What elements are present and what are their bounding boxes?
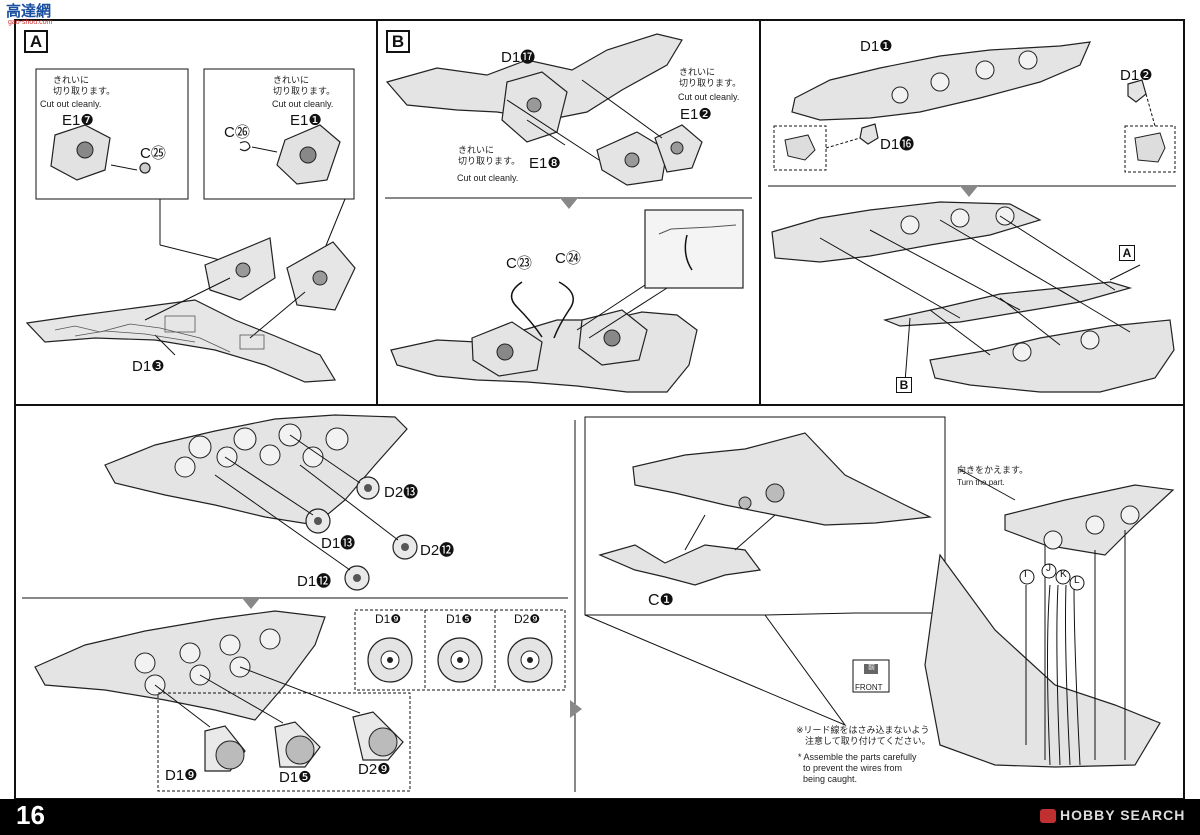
step-d-illustration — [34, 414, 566, 792]
step-a-note-right-jp: きれいに 切り取ります。 — [273, 76, 336, 97]
turn-note-en: Turn the part. — [957, 478, 1005, 487]
step-b-note2-en: Cut out cleanly. — [457, 173, 519, 183]
part-label-c23: C㉓ — [506, 255, 532, 272]
part-label-e1-2: E1❷ — [680, 106, 712, 123]
part-label-c1: C❶ — [648, 592, 674, 609]
page-number: 16 — [16, 800, 45, 830]
detail-label-d2-9: D2❾ — [514, 612, 541, 626]
caution-jp: ※リード線をはさみ込まないよう 注意して取り付けてください。 — [796, 726, 931, 747]
part-label-c25: C㉕ — [140, 145, 166, 162]
front-icon-jp: 前 — [868, 663, 875, 671]
part-label-d1-3: D1❸ — [132, 358, 165, 375]
part-label-d2-12: D2⓬ — [420, 542, 455, 559]
part-label-d1-12: D1⓬ — [297, 573, 332, 590]
wire-label-j: J — [1046, 563, 1051, 574]
part-label-d1-16: D1⓰ — [880, 136, 915, 153]
wire-label-k: K — [1060, 569, 1067, 580]
step-a-note-left-jp: きれいに 切り取ります。 — [53, 76, 116, 97]
step-a-illustration — [25, 68, 356, 383]
step-b-illustration — [385, 33, 744, 393]
watermark-logo: 高達網 gao-shou.com — [6, 0, 76, 32]
step-c-illustration — [771, 41, 1176, 393]
detail-label-d1-5: D1❺ — [446, 612, 473, 626]
part-label-d1-17: D1⓱ — [501, 49, 536, 66]
step-b-label: B — [386, 30, 410, 53]
watermark-text: 高達網 — [6, 2, 52, 20]
detail-label-d1-9: D1❾ — [375, 612, 402, 626]
hobby-search-logo-icon — [1040, 809, 1056, 823]
part-label-d1-13: D1⓭ — [321, 535, 356, 552]
brand-name: HOBBY SEARCH — [1060, 807, 1186, 823]
caution-en: * Assemble the parts carefully to preven… — [798, 752, 917, 784]
turn-note-jp: 向きをかえます。 — [957, 466, 1029, 476]
wire-label-l: L — [1074, 575, 1080, 586]
step-b-note2-jp: きれいに 切り取ります。 — [458, 146, 521, 167]
part-label-d1-1: D1❶ — [860, 38, 893, 55]
step-b-note1-en: Cut out cleanly. — [678, 92, 740, 102]
step-a-note-right-en: Cut out cleanly. — [272, 99, 334, 109]
watermark-url: gao-shou.com — [8, 19, 53, 26]
part-label-c26: C㉖ — [224, 124, 250, 141]
wire-label-i: I — [1024, 569, 1027, 580]
step-a-label: A — [24, 30, 48, 53]
part-label-d1-2: D1❷ — [1120, 67, 1153, 84]
part-label-d1-5: D1❺ — [279, 769, 312, 786]
step-a-note-left-en: Cut out cleanly. — [40, 99, 102, 109]
part-label-e1-1: E1❶ — [290, 112, 322, 129]
part-label-c24: C㉔ — [555, 250, 581, 267]
marker-b: B — [896, 377, 912, 393]
part-label-d2-9: D2❾ — [358, 761, 391, 778]
marker-a: A — [1119, 245, 1135, 261]
part-label-e1-7: E1❼ — [62, 112, 94, 129]
front-icon-label: FRONT — [855, 683, 883, 692]
part-label-d2-13: D2⓭ — [384, 484, 419, 501]
step-e-illustration — [584, 416, 1175, 768]
step-b-note1-jp: きれいに 切り取ります。 — [679, 68, 742, 89]
part-label-d1-9: D1❾ — [165, 767, 198, 784]
part-label-e1-8: E1❽ — [529, 155, 561, 172]
